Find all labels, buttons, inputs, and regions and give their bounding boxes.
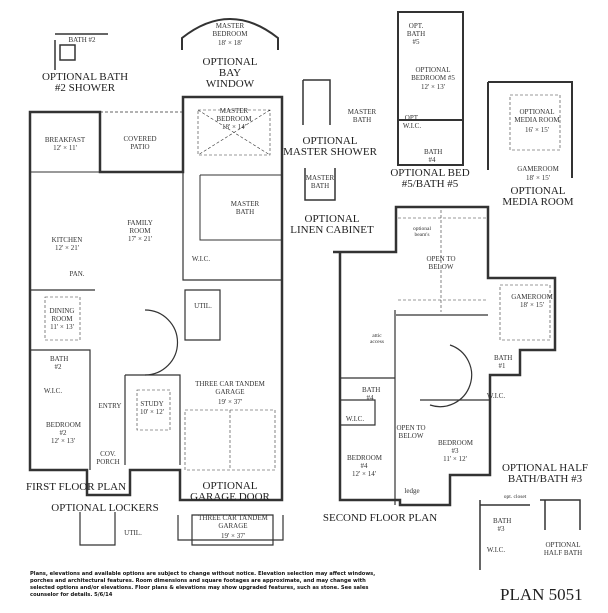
- dining-room-label: DINING ROOM: [49, 307, 75, 323]
- bath1-label: BATH #1: [494, 354, 513, 370]
- stair: [144, 309, 179, 376]
- master-wic-label: W.I.C.: [191, 255, 211, 263]
- master-bedroom-label: MASTER BEDROOM: [216, 107, 252, 123]
- lockers-util-label: UTIL.: [124, 529, 142, 537]
- opt-linen-cabinet-title: OPTIONAL LINEN CABINET: [290, 213, 374, 236]
- wic2-label: W.I.C.: [43, 387, 63, 395]
- patio-outline: [99, 111, 183, 172]
- opt-bedroom5-size: 12' × 13': [421, 83, 445, 91]
- open-below-label: OPEN TO BELOW: [396, 424, 426, 440]
- disclaimer: Plans, elevations and available options …: [30, 571, 376, 598]
- plan-name: PLAN 5051: [500, 585, 583, 604]
- bedroom2-label: BEDROOM #2: [46, 421, 82, 437]
- bay-master-bedroom-label: MASTER BEDROOM: [212, 22, 248, 38]
- attic-access-label: attic access: [369, 333, 385, 345]
- family-room-size: 17' × 21': [128, 235, 152, 243]
- opt-bedroom5-label: OPTIONAL BEDROOM #5: [411, 66, 455, 82]
- bedroom2-size: 12' × 13': [51, 437, 75, 445]
- opt-garage-label: THREE CAR TANDEM GARAGE: [198, 514, 268, 530]
- opt-half-bath-title: OPTIONAL HALF BATH/BATH #3: [501, 462, 589, 485]
- cov-porch-label: COV. PORCH: [96, 450, 120, 466]
- bay-master-bedroom-size: 18' × 18': [218, 39, 242, 47]
- opt-bay-window-title: OPTIONAL BAY WINDOW: [202, 56, 258, 90]
- bedroom4-size: 12' × 14': [352, 470, 376, 478]
- open-below-top-label: OPEN TO BELOW: [426, 255, 456, 271]
- bedroom4-label: BEDROOM #4: [347, 454, 383, 470]
- master-bath-label: MASTER BATH: [230, 200, 260, 216]
- second-floor-walls: [333, 205, 557, 507]
- study-label: STUDY: [140, 400, 164, 408]
- covered-patio-label: COVERED PATIO: [123, 135, 157, 151]
- gameroom-label: GAMEROOM: [511, 293, 553, 301]
- media-gameroom-size: 18' × 15': [526, 174, 550, 182]
- second-floor-title: SECOND FLOOR PLAN: [322, 512, 438, 524]
- garage-label: THREE CAR TANDEM GARAGE: [195, 380, 265, 396]
- dining-room-size: 11' × 13': [50, 323, 74, 331]
- util-label: UTIL.: [194, 302, 212, 310]
- garage-size: 19' × 37': [218, 398, 242, 406]
- gameroom-size: 18' × 15': [520, 301, 544, 309]
- opt-bath4-label: BATH #4: [424, 148, 443, 164]
- opt-bath2-shower-title: OPTIONAL BATH #2 SHOWER: [41, 71, 129, 94]
- pantry-label: PAN.: [69, 270, 85, 278]
- opt-media-room-label: OPTIONAL MEDIA ROOM: [514, 108, 560, 124]
- half-bath3-label: BATH #3: [493, 517, 512, 533]
- wic4-label: W.I.C.: [345, 415, 365, 423]
- half-wic-label: W.I.C.: [486, 546, 506, 554]
- kitchen-size: 12' × 21': [55, 244, 79, 252]
- opt-half-bath-label: OPTIONAL HALF BATH: [543, 541, 583, 557]
- opt-garage-size: 19' × 37': [221, 532, 245, 540]
- breakfast-label: BREAKFAST: [44, 136, 86, 144]
- linen-bath-label: MASTER BATH: [305, 174, 335, 190]
- wic1-label: W.I.C.: [486, 392, 506, 400]
- bath2-label: BATH #2: [50, 355, 69, 371]
- beams-label: optional beam's: [412, 226, 432, 238]
- entry-label: ENTRY: [98, 402, 122, 410]
- bedroom3-size: 11' × 12': [443, 455, 467, 463]
- first-floor-walls: [28, 95, 284, 502]
- kitchen-label: KITCHEN: [51, 236, 83, 244]
- bedroom3-label: BEDROOM #3: [438, 439, 474, 455]
- first-floor-title: FIRST FLOOR PLAN: [25, 481, 127, 493]
- study-size: 10' × 12': [140, 408, 164, 416]
- opt-media-room-title: OPTIONAL MEDIA ROOM: [502, 185, 574, 208]
- opt-closet-label: opt. closet: [503, 494, 527, 500]
- opt-bed5-title: OPTIONAL BED #5/BATH #5: [390, 167, 470, 190]
- opt-bath5-label: OPT. BATH #5: [406, 22, 426, 46]
- breakfast-size: 12' × 11': [53, 144, 77, 152]
- master-bedroom-size: 18' × 14': [222, 123, 246, 131]
- opt-bath2-label: BATH #2: [68, 36, 96, 44]
- family-room-label: FAMILY ROOM: [127, 219, 153, 235]
- opt-lockers-title: OPTIONAL LOCKERS: [51, 502, 159, 514]
- media-gameroom-label: GAMEROOM: [517, 165, 559, 173]
- ledge-label: ledge: [404, 487, 420, 495]
- opt-wic-label: OPT. W.I.C.: [402, 114, 422, 130]
- opt-master-shower-title: OPTIONAL MASTER SHOWER: [283, 135, 377, 158]
- opt-media-room-size: 16' × 15': [525, 126, 549, 134]
- master-shower-bath-label: MASTER BATH: [347, 108, 377, 124]
- bath4-label: BATH #4: [362, 386, 381, 402]
- opt-garage-door-title: OPTIONAL GARAGE DOOR: [190, 480, 270, 503]
